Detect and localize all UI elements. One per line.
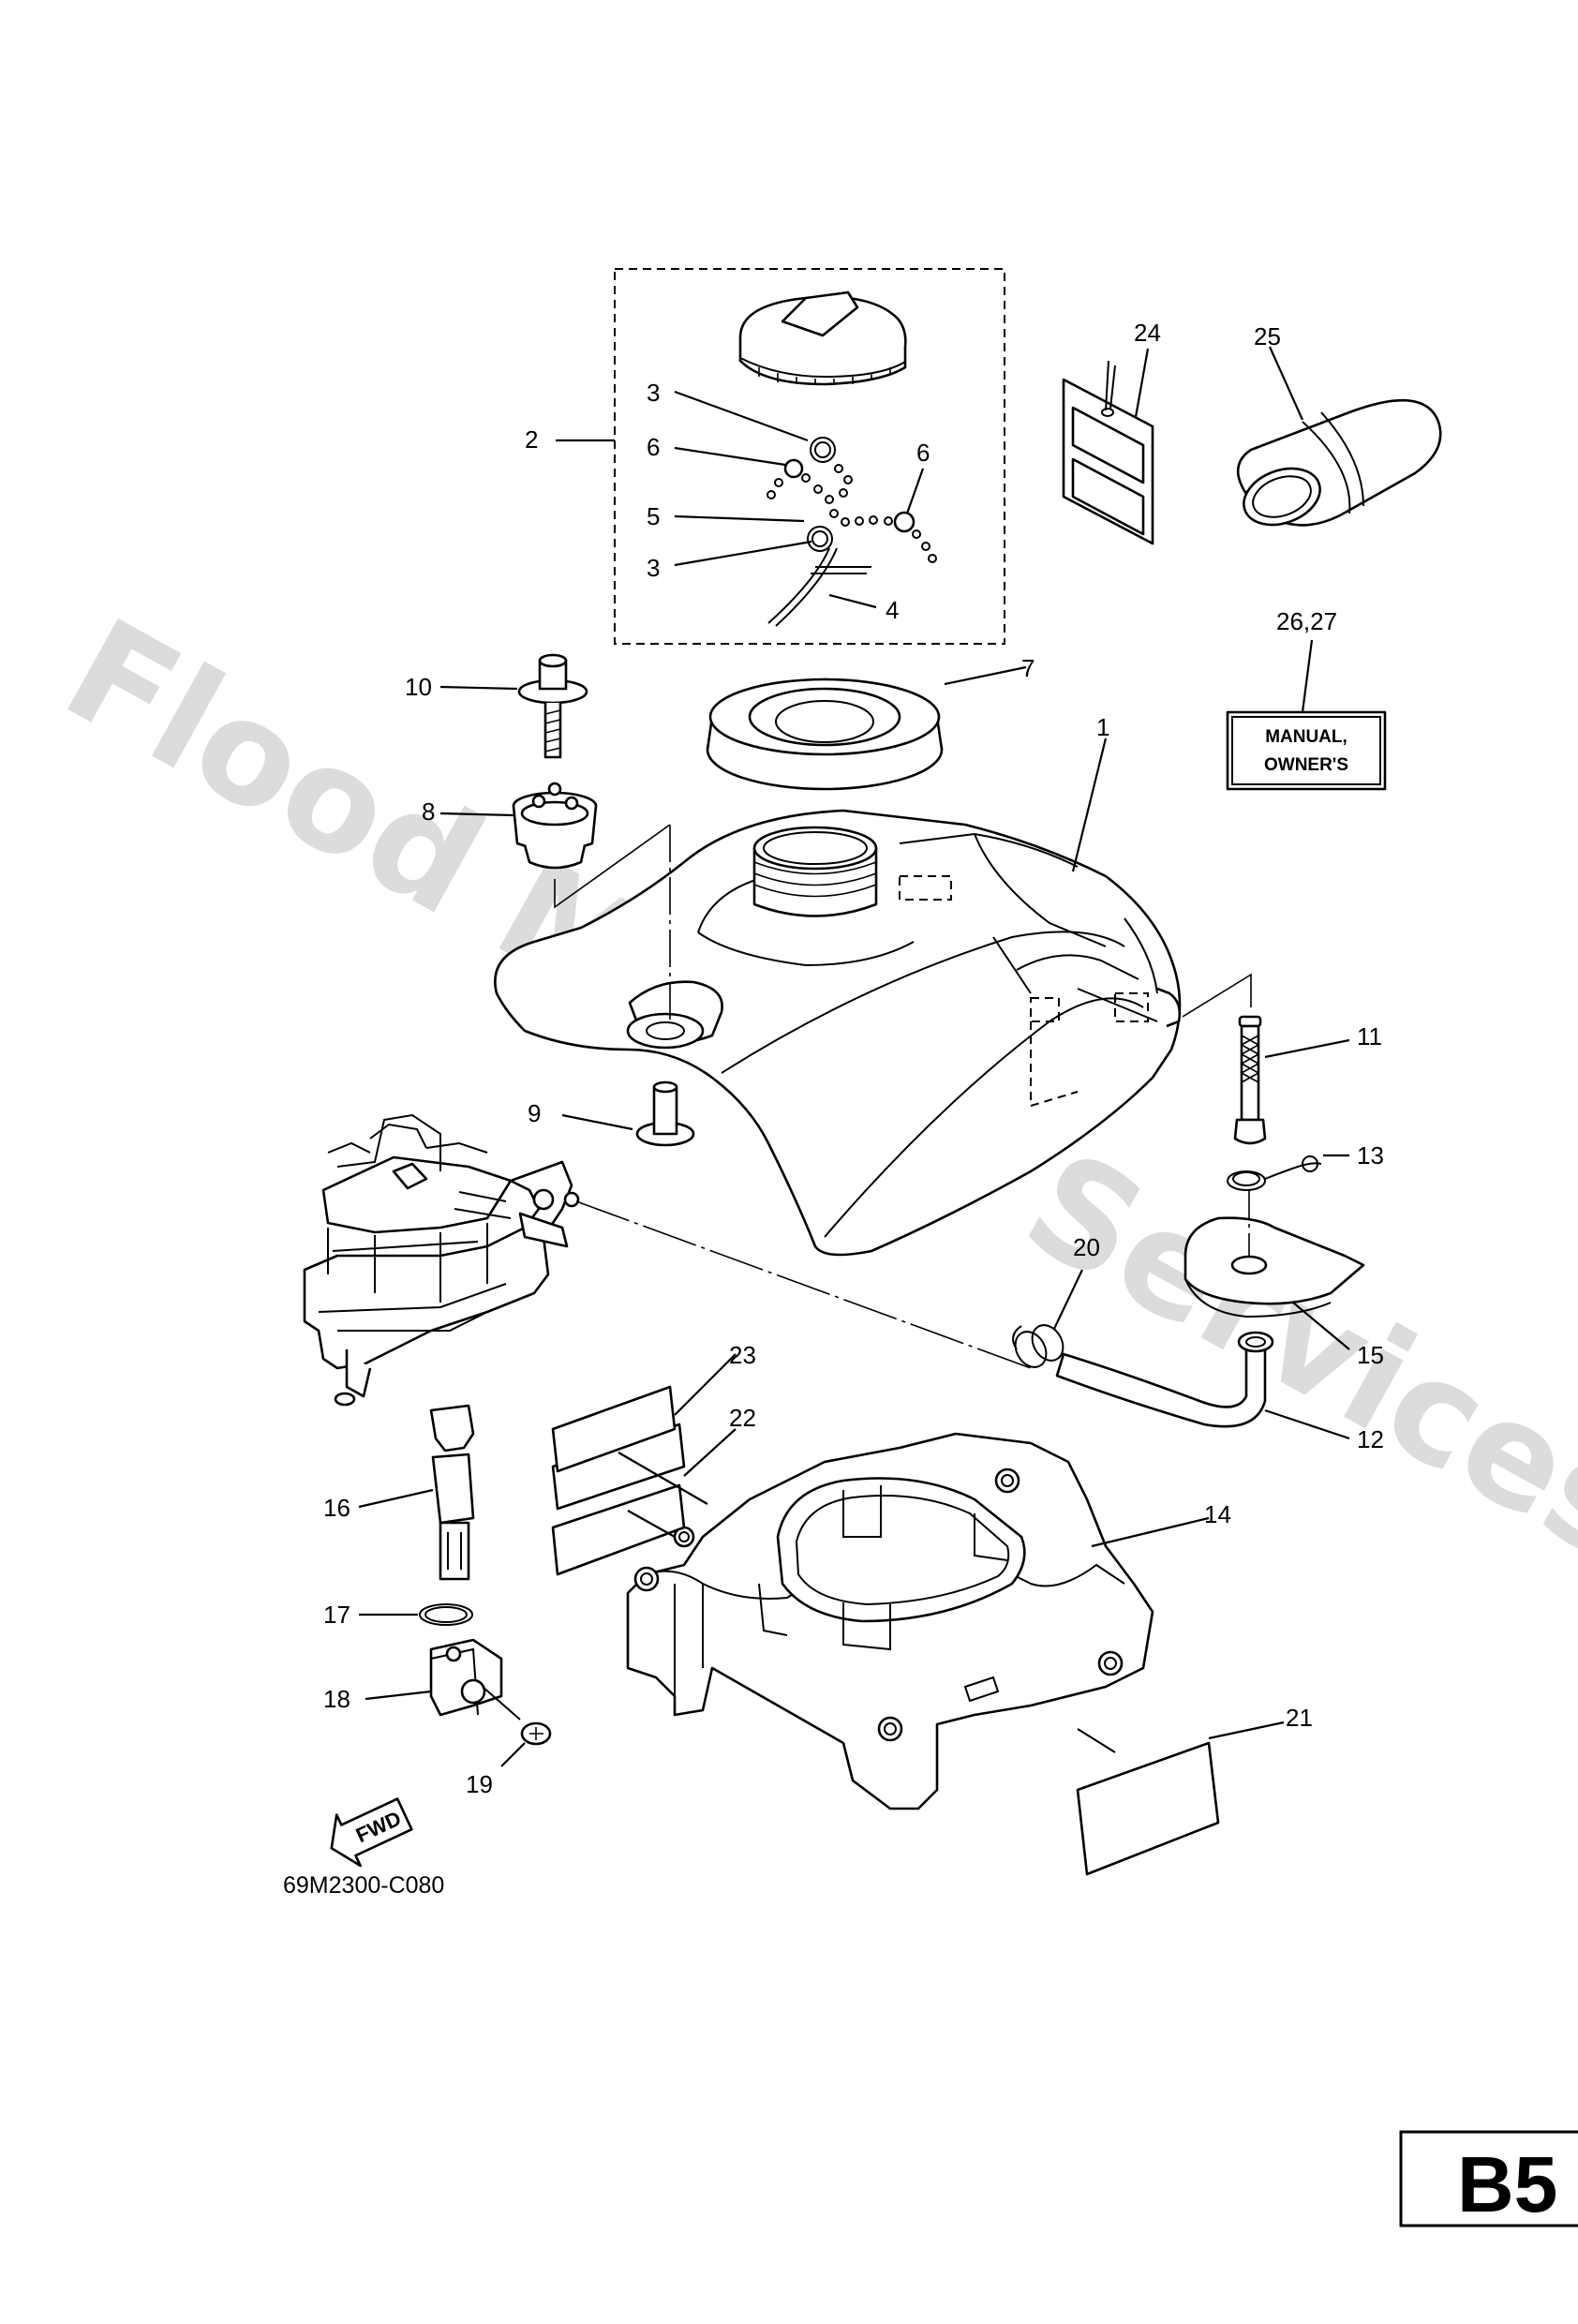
callout-5: 5 [647, 502, 660, 530]
callout-15: 15 [1357, 1341, 1384, 1369]
carburetor [303, 1113, 580, 1407]
callout-21: 21 [1286, 1704, 1313, 1732]
bolt-10 [439, 653, 588, 759]
callout-8: 8 [422, 797, 435, 826]
callout-2: 2 [525, 425, 538, 454]
page-code-box: B5 [1399, 2130, 1578, 2228]
fuel-filter-11 [1233, 1015, 1350, 1145]
grommet-7 [706, 665, 1027, 791]
callout-17: 17 [323, 1601, 350, 1629]
callout-11: 11 [1357, 1022, 1382, 1050]
callout-3-lower: 3 [647, 554, 660, 582]
callout-4: 4 [886, 596, 899, 624]
label-sticker-22 [551, 1423, 737, 1576]
callout-26-27: 26,27 [1276, 607, 1337, 635]
page-code: B5 [1457, 2140, 1557, 2228]
fuel-tank-1 [494, 737, 1252, 1257]
callout-13: 13 [1357, 1141, 1384, 1169]
drawing-code: 69M2300-C080 [283, 1872, 444, 1899]
callout-18: 18 [323, 1685, 350, 1713]
screw-19 [482, 1686, 552, 1767]
callout-7: 7 [1021, 654, 1035, 682]
chain-stopper-6-right [893, 511, 916, 533]
fuel-hose-12 [1055, 1331, 1350, 1440]
o-ring-17 [359, 1603, 473, 1626]
fuel-cap-grip [781, 290, 859, 337]
assembly-dashed-box [614, 268, 1005, 645]
manual-label-line1: MANUAL, [1265, 727, 1347, 747]
label-sticker-21 [1076, 1721, 1285, 1876]
callout-6-left: 6 [647, 433, 660, 461]
callout-25: 25 [1254, 322, 1281, 350]
joint-18 [365, 1638, 503, 1717]
ring-3-lower [807, 526, 833, 552]
callout-14: 14 [1204, 1500, 1231, 1528]
callout-labels: 1 2 3 3 4 5 6 6 7 8 9 10 11 12 13 14 15 … [323, 319, 1384, 1798]
callout-1: 1 [1096, 713, 1109, 741]
damper-15 [1184, 1190, 1365, 1350]
callout-23: 23 [729, 1341, 756, 1369]
callout-19: 19 [466, 1770, 493, 1798]
callout-24: 24 [1134, 319, 1161, 347]
grommet-8 [439, 782, 598, 870]
clip-13 [1227, 1154, 1349, 1191]
tag-24 [1062, 348, 1154, 545]
callout-22: 22 [729, 1404, 756, 1432]
callout-12: 12 [1357, 1425, 1384, 1453]
owners-manual: MANUAL, OWNER'S [1226, 639, 1387, 791]
callout-20: 20 [1073, 1233, 1100, 1261]
fwd-arrow-icon: FWD [330, 1797, 413, 1868]
bracket-14 [626, 1432, 1210, 1810]
callout-16: 16 [323, 1494, 350, 1522]
bead-chain-5 [767, 464, 937, 563]
ring-3-upper [810, 437, 836, 463]
fuel-cap-assembly [614, 268, 1005, 645]
chain-stopper-6-left [783, 458, 804, 479]
assembly-leaders [556, 390, 925, 609]
collar-9 [561, 1080, 695, 1147]
sleeve-25 [1236, 346, 1442, 527]
wire-4 [767, 547, 838, 627]
callout-10: 10 [405, 673, 432, 701]
hose-clip-20 [1012, 1269, 1083, 1368]
callout-3-upper: 3 [647, 379, 660, 407]
link-rod-16 [358, 1404, 475, 1581]
callout-9: 9 [528, 1099, 541, 1127]
manual-label-line2: OWNER'S [1264, 755, 1348, 775]
callout-6-right: 6 [916, 439, 930, 467]
label-sticker-23 [551, 1353, 737, 1473]
